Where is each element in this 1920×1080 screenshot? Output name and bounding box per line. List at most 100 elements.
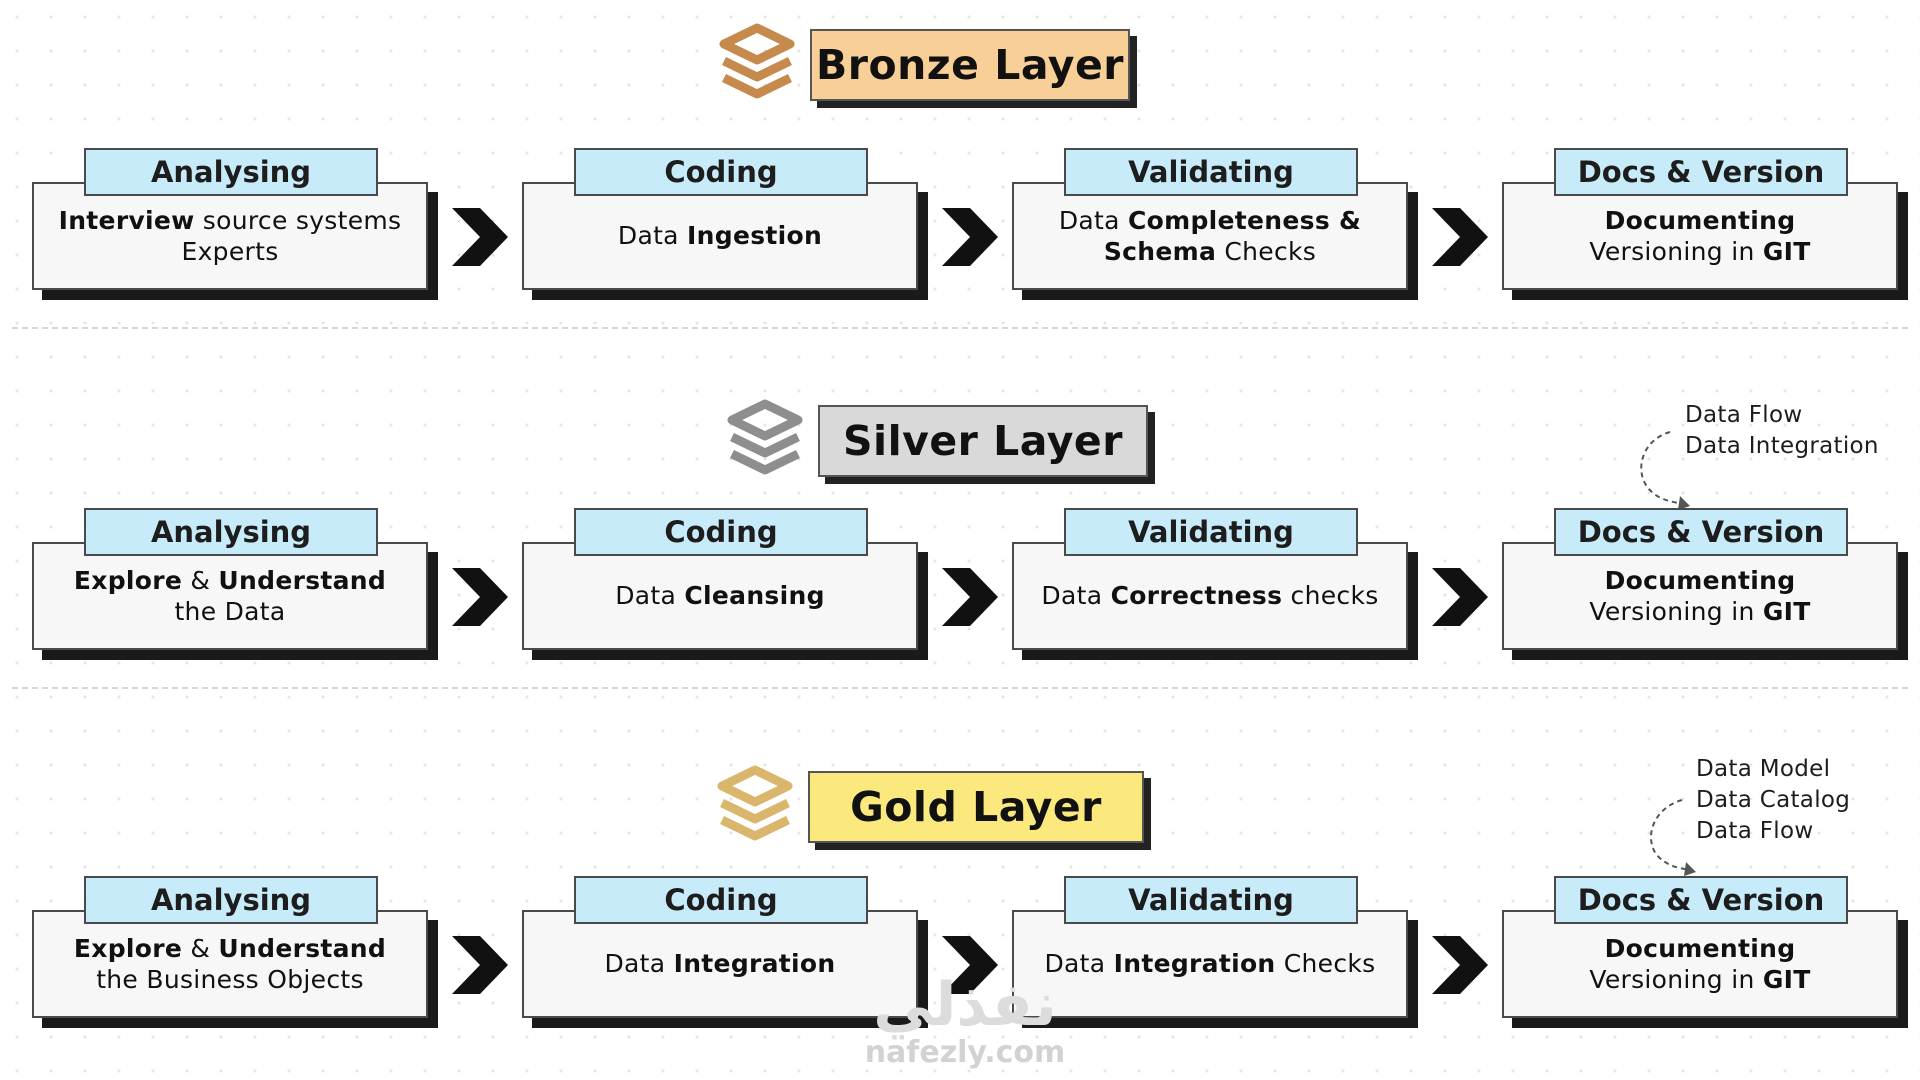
step-text-bold: Explore [73, 565, 183, 595]
step-text-bold: Correctness [1110, 581, 1283, 611]
bronze-layer-title: Bronze Layer [810, 29, 1130, 101]
step-text-line: Experts [181, 236, 278, 267]
step-text: & [182, 933, 219, 963]
step-header: Analysing [84, 508, 378, 556]
step-text: Experts [181, 237, 279, 266]
step-text: the Data [174, 597, 286, 626]
step-header: Docs & Version [1554, 148, 1848, 196]
arrow-right-icon [452, 208, 508, 266]
step-header: Analysing [84, 148, 378, 196]
step-text: & [182, 565, 219, 595]
step-text: the Business Objects [96, 965, 364, 994]
step-header: Coding [574, 148, 868, 196]
step-text-line: the Business Objects [96, 964, 364, 995]
step-text-bold: Ingestion [687, 221, 823, 251]
silver-step-validating: Validating Data Correctness checks [1012, 508, 1408, 650]
section-divider [12, 327, 1908, 329]
step-body: Data Integration [522, 910, 918, 1018]
note-line: Data Catalog [1696, 787, 1851, 813]
step-text-bold: Integration [673, 949, 836, 979]
step-text-line: Versioning in GIT [1589, 236, 1810, 267]
step-header: Coding [574, 876, 868, 924]
step-text-bold: Documenting [1604, 205, 1796, 235]
note-line: Data Model [1696, 756, 1831, 782]
note-line: Data Flow [1696, 818, 1814, 844]
step-text-line: Data Correctness checks [1041, 580, 1378, 611]
arrow-right-icon [1432, 936, 1488, 994]
arrow-right-icon [1432, 208, 1488, 266]
step-text-line: Data Integration [604, 948, 835, 979]
step-header: Analysing [84, 876, 378, 924]
step-header: Validating [1064, 148, 1358, 196]
step-text: Data [615, 581, 685, 611]
step-text-bold: Completeness & [1128, 205, 1362, 235]
step-text: Data [1058, 205, 1128, 235]
silver-layers-icon [727, 399, 803, 475]
step-text-line: Data Cleansing [615, 580, 825, 611]
arrow-right-icon [452, 568, 508, 626]
arrow-right-icon [1432, 568, 1488, 626]
arrow-right-icon [942, 208, 998, 266]
gold-layer-title-group: Gold Layer [714, 764, 1144, 850]
step-text-bold: Interview [58, 205, 195, 235]
step-text-line: Explore & Understand [74, 565, 386, 596]
step-text-line: Versioning in GIT [1589, 596, 1810, 627]
gold-step-coding: Coding Data Integration [522, 876, 918, 1018]
note-curved-arrow [1650, 799, 1696, 876]
step-text-line: Documenting [1605, 205, 1796, 236]
step-text: Versioning in [1589, 597, 1763, 626]
step-header: Validating [1064, 876, 1358, 924]
arrow-right-icon [452, 936, 508, 994]
step-text: Versioning in [1589, 965, 1763, 994]
step-text-bold: GIT [1762, 597, 1811, 626]
step-text-line: Documenting [1605, 933, 1796, 964]
step-body: Data Completeness &Schema Checks [1012, 182, 1408, 290]
step-text-bold: Understand [218, 565, 387, 595]
arrow-right-icon [942, 568, 998, 626]
step-text: source systems [194, 205, 402, 235]
step-text: Checks [1216, 237, 1317, 266]
step-text-line: Schema Checks [1104, 236, 1316, 267]
gold-step-validating: Validating Data Integration Checks [1012, 876, 1408, 1018]
bronze-layers-icon [719, 23, 795, 99]
step-text-bold: Schema [1103, 237, 1217, 266]
bronze-step-validating: Validating Data Completeness &Schema Che… [1012, 148, 1408, 290]
step-text: checks [1282, 581, 1379, 611]
step-text-line: Explore & Understand [74, 933, 386, 964]
step-body: Data Cleansing [522, 542, 918, 650]
step-text-bold: GIT [1762, 237, 1811, 266]
bronze-layer-title-group: Bronze Layer [716, 22, 1130, 108]
gold-layer-title: Gold Layer [808, 771, 1144, 843]
step-text-line: the Data [174, 596, 285, 627]
step-text: Data [1041, 581, 1111, 611]
step-text-bold: Cleansing [684, 581, 825, 611]
step-text-line: Data Integration Checks [1044, 948, 1375, 979]
step-text-bold: GIT [1762, 965, 1811, 994]
step-header: Docs & Version [1554, 508, 1848, 556]
step-text: Checks [1275, 949, 1376, 979]
step-text: Data [1044, 949, 1114, 979]
arrow-right-icon [942, 936, 998, 994]
silver-layer-title-group: Silver Layer [724, 398, 1148, 484]
watermark-url: nafezly.com [864, 1035, 1066, 1070]
note-curved-arrow [1640, 431, 1690, 510]
silver-layer-title: Silver Layer [818, 405, 1148, 477]
step-text-bold: Explore [73, 933, 183, 963]
note-line: Data Integration [1685, 433, 1879, 459]
step-text: Versioning in [1589, 237, 1763, 266]
step-header: Docs & Version [1554, 876, 1848, 924]
step-text-line: Data Ingestion [618, 220, 822, 251]
note-line: Data Flow [1685, 402, 1803, 428]
step-text-bold: Documenting [1604, 933, 1796, 963]
